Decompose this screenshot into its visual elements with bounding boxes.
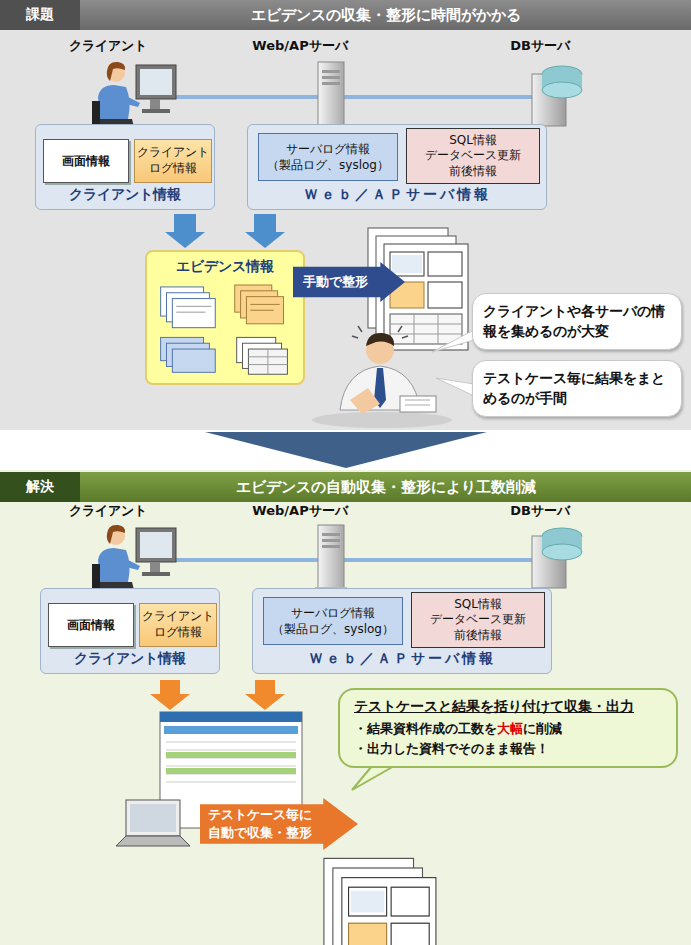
shape-outline	[200, 798, 358, 850]
node-text: エビデンス情報	[147, 258, 303, 276]
node-text: 課題	[26, 6, 54, 24]
callout-text: に削減	[523, 721, 562, 736]
callout-line: ・結果資料作成の工数を大幅に削減	[354, 719, 662, 739]
screen-box: 画面情報	[43, 139, 129, 183]
node-text: テストケース毎に結果をまとめるのが手間	[483, 368, 671, 409]
flow-arrow	[165, 214, 205, 248]
panel-label: Ｗｅｂ／ＡＰサーバ情報	[248, 186, 546, 204]
log-box: クライアント ログ情報	[139, 603, 217, 647]
callout-text: 大幅	[497, 721, 523, 736]
log-box: クライアント ログ情報	[134, 139, 212, 183]
callout-line: ・出力した資料でそのまま報告！	[354, 739, 662, 759]
panel-label: クライアント情報	[36, 186, 214, 204]
callout-bubble: クライアントや各サーバの情報を集めるのが大変	[472, 293, 682, 350]
node-text: エビデンスの収集・整形に時間がかかる	[251, 6, 521, 25]
info-panel: Ｗｅｂ／ＡＰサーバ情報 サーバログ情報 （製品ログ、syslog） SQL情報 デー…	[247, 124, 547, 210]
callout-bubble: テストケース毎に結果をまとめるのが手間	[472, 360, 682, 417]
device-label: クライアント	[69, 37, 147, 55]
header-band: エビデンスの自動収集・整形により工数削減 解決	[0, 472, 691, 502]
node-text: SQL情報 データベース更新 前後情報	[410, 133, 536, 180]
node-text: クライアントや各サーバの情報を集めるのが大変	[483, 301, 671, 342]
node-text: クライアント ログ情報	[142, 609, 214, 640]
node-text: サーバログ情報 （製品ログ、syslog）	[267, 605, 399, 637]
node-text: SQL情報 データベース更新 前後情報	[415, 597, 541, 644]
node-text: テストケース毎に 自動で収集・整形	[208, 806, 358, 841]
node-text: 手動で整形	[303, 273, 368, 291]
device-label: クライアント	[69, 502, 147, 520]
device-label: Web/APサーバ	[252, 37, 347, 55]
callout-text: ・結果資料作成の工数を	[354, 721, 497, 736]
panel-label: クライアント情報	[41, 650, 219, 668]
callout-bubble: テストケースと結果を括り付けて収集・出力・結果資料作成の工数を大幅に削減・出力し…	[338, 688, 678, 768]
info-panel: クライアント情報 画面情報 クライアント ログ情報	[40, 588, 220, 674]
node-text: エビデンスの自動収集・整形により工数削減	[236, 478, 536, 497]
node-text: 画面情報	[67, 617, 115, 634]
evidence-panel: エビデンス情報	[145, 250, 305, 385]
device-label: DBサーバ	[510, 502, 570, 520]
header-band: エビデンスの収集・整形に時間がかかる 課題	[0, 0, 691, 30]
callout-heading: テストケースと結果を括り付けて収集・出力	[354, 698, 662, 716]
header-tag: 解決	[0, 472, 80, 502]
node-text: 解決	[26, 478, 54, 496]
info-panel: Ｗｅｂ／ＡＰサーバ情報 サーバログ情報 （製品ログ、syslog） SQL情報 デー…	[252, 588, 552, 674]
panel-label: Ｗｅｂ／ＡＰサーバ情報	[253, 650, 551, 668]
sql-box: SQL情報 データベース更新 前後情報	[411, 592, 545, 648]
device-label: DBサーバ	[510, 37, 570, 55]
flow-arrow	[245, 214, 285, 248]
log-box: サーバログ情報 （製品ログ、syslog）	[263, 597, 403, 645]
screen-box: 画面情報	[48, 603, 134, 647]
header-tag: 課題	[0, 0, 80, 30]
arrow-shape: 手動で整形	[293, 262, 405, 302]
device-label: Web/APサーバ	[252, 502, 347, 520]
node-text: サーバログ情報 （製品ログ、syslog）	[262, 141, 394, 173]
callout-text: ・出力した資料でそのまま報告！	[354, 741, 549, 756]
log-box: サーバログ情報 （製品ログ、syslog）	[258, 133, 398, 181]
node-text: クライアント ログ情報	[137, 145, 209, 176]
info-panel: クライアント情報 画面情報 クライアント ログ情報	[35, 124, 215, 210]
sql-box: SQL情報 データベース更新 前後情報	[406, 128, 540, 184]
node-text: 画面情報	[62, 153, 110, 170]
arrow-shape: テストケース毎に 自動で収集・整形	[200, 798, 358, 850]
